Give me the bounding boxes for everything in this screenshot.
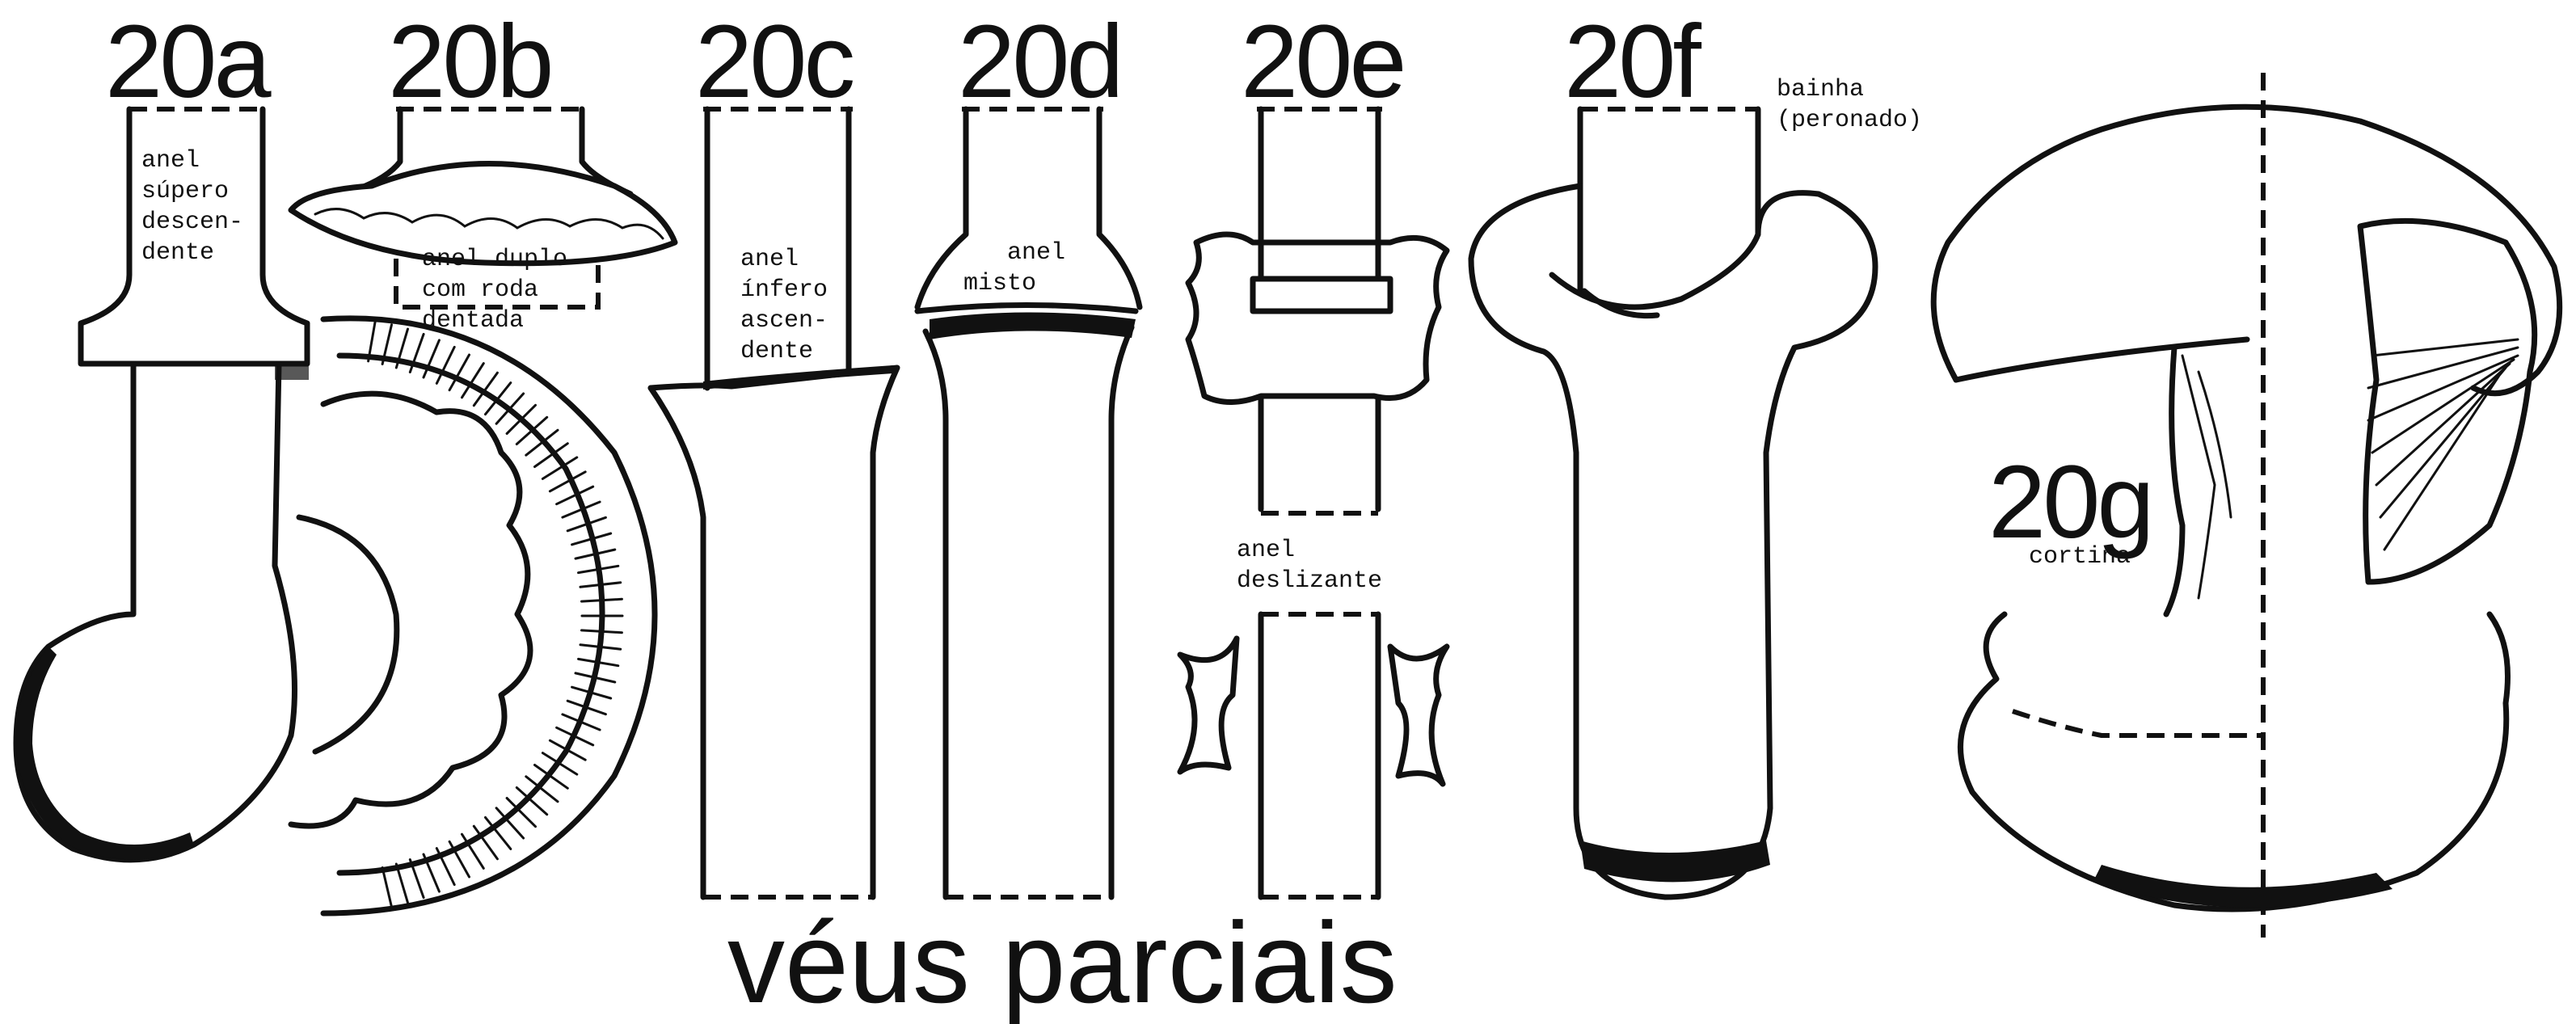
label-20e: 20e <box>1241 4 1404 120</box>
figure-20e <box>1180 109 1447 897</box>
annotation-20e-line-1: anel <box>1237 537 1295 564</box>
annotation-20a-line-2: súpero <box>141 178 229 205</box>
annotation-20b-line-2: com roda <box>422 276 538 304</box>
annotation-20e-line-2: deslizante <box>1237 567 1382 595</box>
figure-20f <box>1471 109 1875 897</box>
annotation-20a-line-3: descen- <box>141 209 243 236</box>
annotation-20a-line-1: anel <box>141 147 200 175</box>
annotation-20c-line-4: dente <box>740 338 813 365</box>
annotation-20f-line-1: bainha <box>1777 76 1864 103</box>
annotation-20c-line-1: anel <box>740 246 799 273</box>
page-title: véus parciais <box>727 899 1398 1024</box>
annotation-20d-line-2: misto <box>963 270 1036 297</box>
annotation-20b-line-1: anel duplo <box>422 246 567 273</box>
label-20b: 20b <box>388 4 551 120</box>
annotation-20a-line-4: dente <box>141 239 214 267</box>
label-20d: 20d <box>958 4 1121 120</box>
annotation-20c-line-2: ínfero <box>740 276 828 304</box>
figure-20c <box>651 109 897 897</box>
figure-20b <box>291 109 675 913</box>
annotation-20d-line-1: anel <box>1007 239 1065 267</box>
figure-20d <box>917 109 1140 897</box>
label-20c: 20c <box>695 4 853 120</box>
annotation-20b-line-3: dentada <box>422 307 524 335</box>
annotation-20c-line-3: ascen- <box>740 307 828 335</box>
label-20a: 20a <box>105 4 272 120</box>
annotation-20g-line-1: cortina <box>2029 543 2131 571</box>
annotation-20f-line-2: (peronado) <box>1777 107 1922 134</box>
label-20f: 20f <box>1564 4 1701 120</box>
